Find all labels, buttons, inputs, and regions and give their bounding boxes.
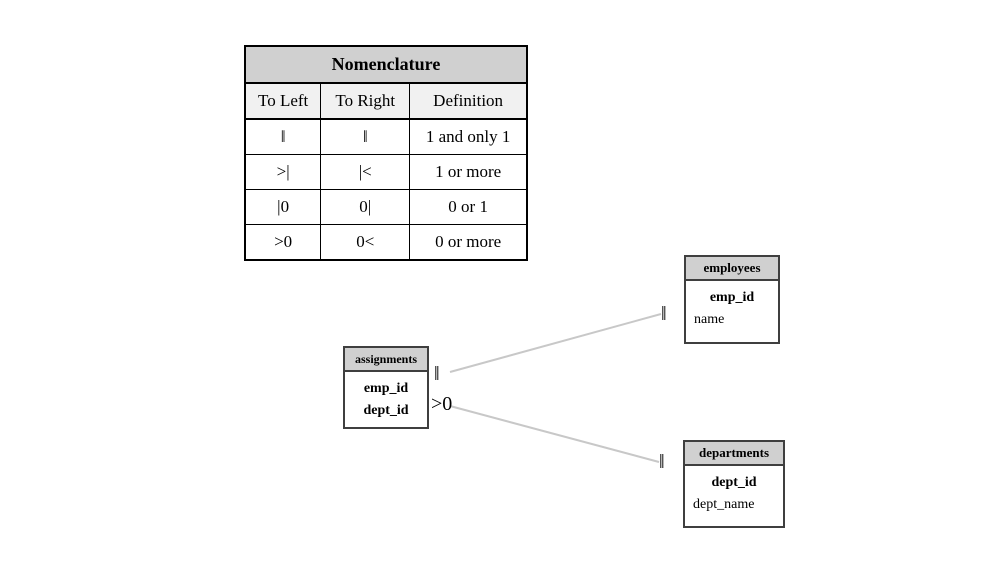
entity-employees[interactable]: employees emp_id name [684,255,780,344]
relationship-line-assignments-employees [449,313,662,373]
legend-symbol-left: |0 [244,189,322,225]
nomenclature-table: Nomenclature To Left To Right Definition… [244,45,528,261]
table-row: >0 0< 0 or more [244,224,528,261]
field-dept-id: dept_id [363,403,409,418]
entity-departments-title: departments [685,442,783,466]
cardinality-assignments-to-employees: ‖ [434,363,440,385]
legend-symbol-right: |< [320,154,411,190]
legend-definition: 1 or more [409,154,528,190]
entity-assignments-title: assignments [345,348,427,372]
legend-symbol-right: 0< [320,224,411,261]
field-dept-name: dept_name [693,497,755,512]
relationship-line-assignments-departments [449,405,660,463]
entity-employees-fields: emp_id name [686,281,778,339]
table-row: |0 0| 0 or 1 [244,189,528,225]
field-emp-id: emp_id [709,290,755,305]
table-row: >| |< 1 or more [244,154,528,190]
field-dept-id: dept_id [711,475,757,490]
entity-departments-fields: dept_id dept_name [685,466,783,524]
legend-symbol-left: >0 [244,224,322,261]
cardinality-departments-to-assignments: ‖ [659,451,665,473]
legend-symbol-right: ‖ [320,118,411,155]
legend-definition: 0 or 1 [409,189,528,225]
legend-symbol-right: 0| [320,189,411,225]
entity-assignments[interactable]: assignments emp_id dept_id [343,346,429,429]
entity-employees-title: employees [686,257,778,281]
entity-departments[interactable]: departments dept_id dept_name [683,440,785,528]
legend-symbol-left: >| [244,154,322,190]
cardinality-employees-to-assignments: ‖ [661,303,667,325]
field-name: name [694,312,725,327]
table-row-title: Nomenclature [244,45,528,84]
table-row: ‖ ‖ 1 and only 1 [244,118,528,155]
cardinality-assignments-to-departments: >0 [431,393,453,415]
column-header-definition: Definition [409,82,528,120]
legend-definition: 1 and only 1 [409,118,528,155]
entity-assignments-fields: emp_id dept_id [345,372,427,430]
column-header-to-right: To Right [320,82,411,120]
column-header-to-left: To Left [244,82,322,120]
field-emp-id: emp_id [363,381,409,396]
table-row-header: To Left To Right Definition [244,82,528,120]
legend-definition: 0 or more [409,224,528,261]
legend-symbol-left: ‖ [244,118,322,155]
nomenclature-title: Nomenclature [244,45,528,84]
